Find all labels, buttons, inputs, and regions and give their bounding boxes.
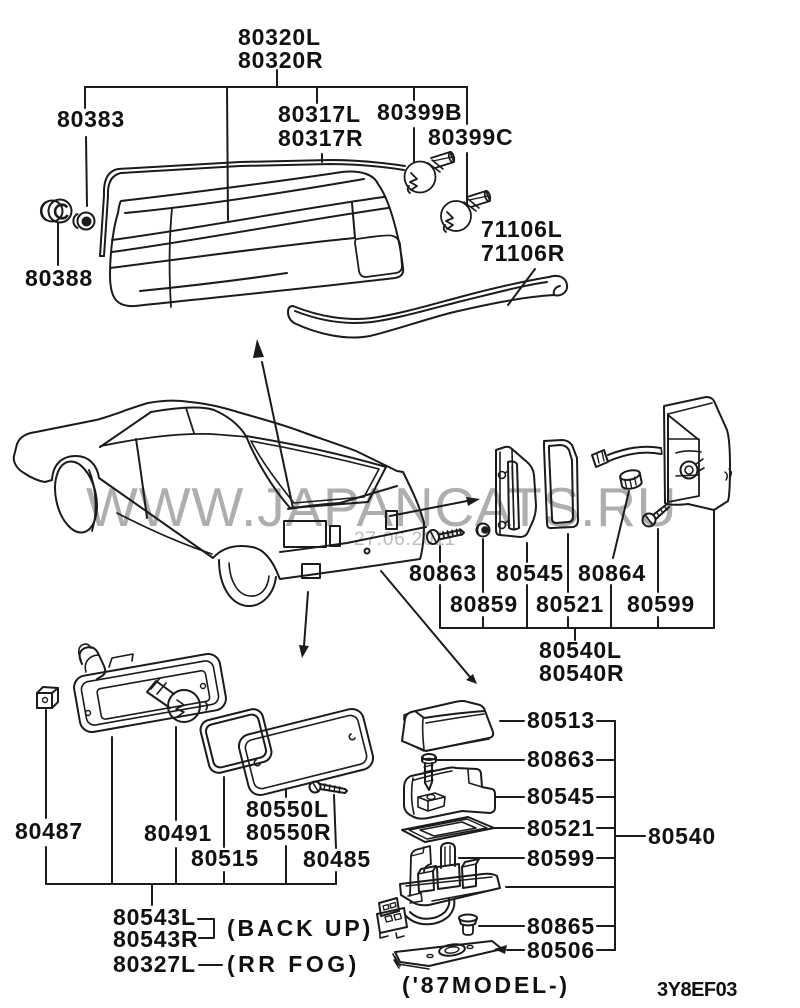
- svg-text:80859: 80859: [450, 591, 518, 617]
- svg-text:80521: 80521: [527, 815, 595, 841]
- svg-text:80545: 80545: [496, 560, 564, 586]
- svg-text:80506: 80506: [527, 937, 595, 963]
- svg-text:80863: 80863: [527, 746, 595, 772]
- svg-text:(RR FOG): (RR FOG): [227, 951, 360, 977]
- svg-text:80550R: 80550R: [246, 819, 331, 845]
- svg-text:80485: 80485: [303, 846, 371, 872]
- svg-text:80317L: 80317L: [278, 101, 361, 127]
- svg-text:3Y8EF03: 3Y8EF03: [657, 979, 737, 1001]
- svg-text:80865: 80865: [527, 913, 595, 939]
- svg-text:80599: 80599: [527, 845, 595, 871]
- svg-text:80540: 80540: [648, 823, 716, 849]
- svg-text:80521: 80521: [536, 591, 604, 617]
- svg-text:80487: 80487: [15, 818, 83, 844]
- svg-text:80399C: 80399C: [428, 124, 513, 150]
- svg-text:(BACK UP): (BACK UP): [227, 915, 373, 941]
- svg-text:80864: 80864: [578, 560, 646, 586]
- svg-text:80863: 80863: [409, 560, 477, 586]
- svg-text:80543L: 80543L: [113, 904, 196, 930]
- svg-text:80383: 80383: [57, 106, 125, 132]
- svg-text:71106R: 71106R: [481, 240, 565, 266]
- svg-text:80540L: 80540L: [539, 637, 622, 663]
- svg-text:80550L: 80550L: [246, 796, 329, 822]
- svg-text:80491: 80491: [144, 820, 212, 846]
- svg-text:80540R: 80540R: [539, 660, 624, 686]
- svg-text:80545: 80545: [527, 783, 595, 809]
- svg-text:80599: 80599: [627, 591, 695, 617]
- svg-text:80388: 80388: [25, 265, 93, 291]
- svg-text:80543R: 80543R: [113, 926, 198, 952]
- svg-text:80320L: 80320L: [238, 24, 321, 50]
- svg-text:80399B: 80399B: [377, 99, 462, 125]
- svg-text:71106L: 71106L: [481, 216, 563, 242]
- svg-text:80317R: 80317R: [278, 125, 363, 151]
- svg-text:80320R: 80320R: [238, 47, 323, 73]
- svg-text:('87MODEL-): ('87MODEL-): [402, 972, 570, 998]
- svg-text:80513: 80513: [527, 707, 595, 733]
- svg-text:80327L: 80327L: [113, 951, 196, 977]
- svg-text:27.06.2011: 27.06.2011: [354, 529, 456, 550]
- svg-text:80515: 80515: [191, 845, 259, 871]
